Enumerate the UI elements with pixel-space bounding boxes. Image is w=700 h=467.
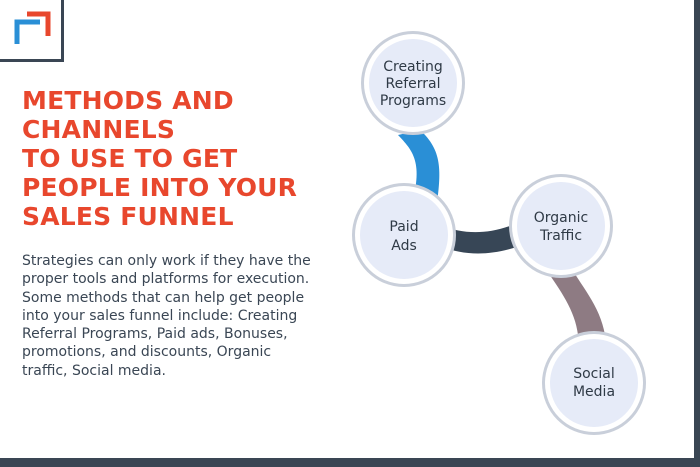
node-paid-ads: Paid Ads <box>352 183 456 287</box>
node-label: Media <box>573 384 615 400</box>
node-label: Organic <box>534 210 588 226</box>
node-label: Social <box>573 366 615 382</box>
node-label: Traffic <box>539 228 582 244</box>
title-line: SALES FUNNEL <box>22 202 234 231</box>
title-line: TO USE TO GET <box>22 144 238 173</box>
corner-bracket-logo-icon <box>14 11 51 44</box>
title-line: CHANNELS <box>22 115 176 144</box>
node-label: Paid <box>389 219 418 235</box>
node-label: Ads <box>391 238 417 254</box>
page-title: METHODS AND CHANNELS TO USE TO GET PEOPL… <box>22 86 312 231</box>
node-social-media: Social Media <box>542 331 646 435</box>
node-label: Programs <box>380 93 446 109</box>
logo-box <box>0 0 64 62</box>
node-label: Creating <box>383 59 443 75</box>
node-creating-referral-programs: Creating Referral Programs <box>361 31 465 135</box>
title-line: PEOPLE INTO YOUR <box>22 173 298 202</box>
node-organic-traffic: Organic Traffic <box>509 174 613 278</box>
connector-paid-organic <box>440 222 520 254</box>
body-paragraph: Strategies can only work if they have th… <box>22 253 311 379</box>
node-label: Referral <box>386 76 441 92</box>
connector-organic-social <box>545 262 605 335</box>
title-line: METHODS AND <box>22 86 234 115</box>
